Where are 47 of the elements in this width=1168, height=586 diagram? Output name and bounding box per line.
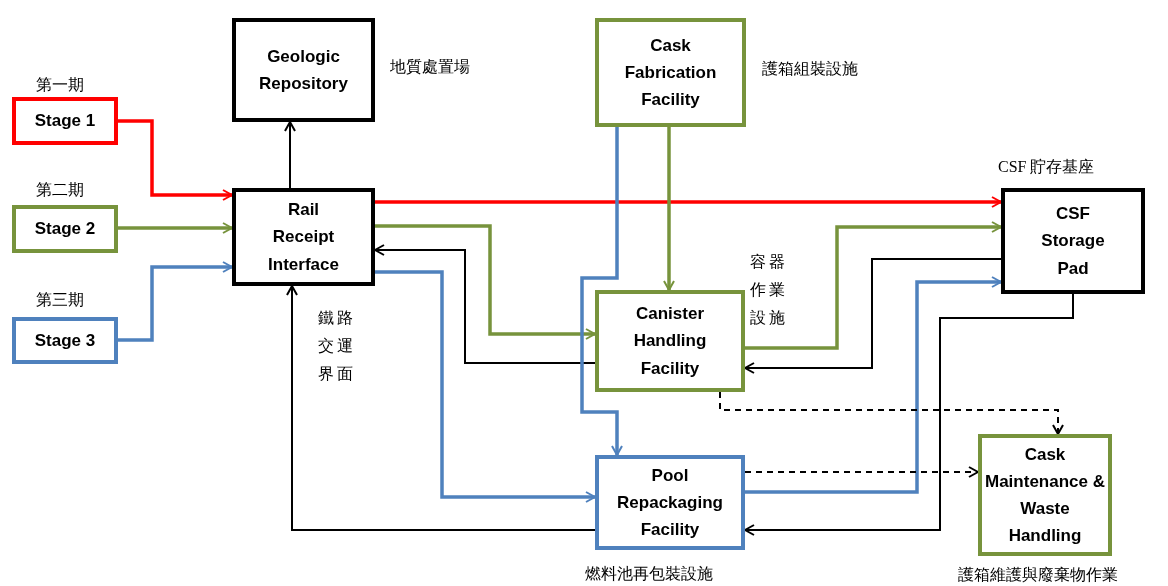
chinese-caption: 護箱組裝設施 xyxy=(762,60,858,78)
box-label: Stage 1 xyxy=(33,110,97,133)
process-box xyxy=(12,97,118,145)
arrow xyxy=(118,119,233,201)
chinese-caption: 容器作業設施 xyxy=(750,252,789,328)
arrow xyxy=(745,221,1002,350)
chinese-caption: 護箱維護與廢棄物作業 xyxy=(958,566,1118,584)
dashed-arrow xyxy=(744,466,979,478)
chinese-caption: 第一期 xyxy=(36,76,84,94)
arrow xyxy=(375,270,596,503)
arrow xyxy=(374,244,596,364)
box-label: Pool Repackaging Facility xyxy=(616,464,724,542)
process-box xyxy=(595,455,745,550)
process-box xyxy=(1001,188,1145,294)
box-label: Cask Fabrication Facility xyxy=(623,34,718,112)
arrow xyxy=(375,224,596,340)
process-box xyxy=(12,317,118,364)
chinese-caption: 第三期 xyxy=(36,291,84,309)
arrow xyxy=(284,121,296,189)
arrow xyxy=(745,276,1002,494)
chinese-caption: CSF 貯存基座 xyxy=(998,158,1095,176)
process-box xyxy=(232,18,375,122)
box-label: Stage 3 xyxy=(33,329,97,352)
arrow xyxy=(580,127,623,456)
arrow xyxy=(118,261,233,342)
chinese-caption: 燃料池再包裝設施 xyxy=(585,565,713,583)
box-label: Stage 2 xyxy=(33,218,97,241)
arrow xyxy=(744,258,1002,374)
arrow xyxy=(663,127,675,291)
process-box xyxy=(595,290,745,392)
chinese-caption: 鐵路交運界面 xyxy=(318,308,357,384)
arrow xyxy=(744,293,1074,536)
box-label: CSF Storage Pad xyxy=(1040,203,1106,280)
box-label: Rail Receipt Interface xyxy=(267,199,340,276)
box-label: Geologic Repository xyxy=(258,45,349,95)
chinese-caption: 第二期 xyxy=(36,181,84,199)
arrow xyxy=(118,222,233,234)
box-label: Canister Handling Facility xyxy=(632,303,708,380)
process-box xyxy=(12,205,118,253)
arrow xyxy=(375,196,1002,208)
process-box xyxy=(978,434,1112,556)
process-box xyxy=(232,188,375,286)
box-label: Cask Maintenance & Waste Handling xyxy=(984,443,1106,548)
dashed-arrow xyxy=(719,391,1064,435)
process-box xyxy=(595,18,746,127)
arrow xyxy=(286,285,596,531)
chinese-caption: 地質處置場 xyxy=(390,58,470,76)
